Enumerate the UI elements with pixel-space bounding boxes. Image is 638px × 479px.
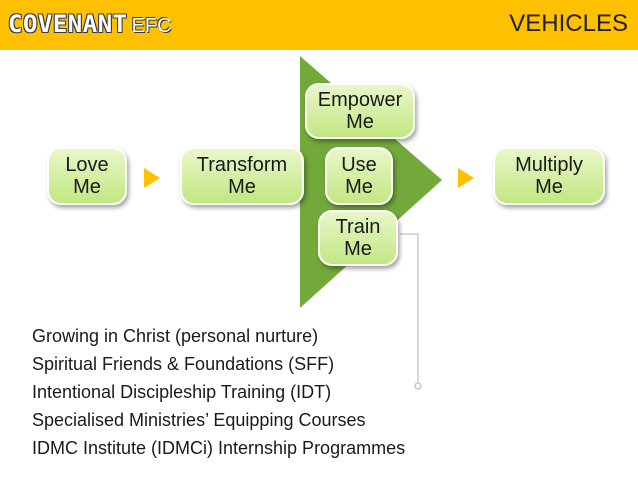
node-multiply-me: Multiply Me bbox=[493, 147, 605, 205]
node-transform-me: Transform Me bbox=[180, 147, 304, 205]
covenant-efc-logo: COVENANT EFC bbox=[8, 10, 172, 38]
node-train-me: Train Me bbox=[318, 210, 398, 266]
logo-main-text: COVENANT bbox=[8, 10, 128, 38]
arrow-icon-love-to-transform bbox=[144, 168, 160, 188]
node-empower-me: Empower Me bbox=[305, 83, 415, 139]
list-item: IDMC Institute (IDMCi) Internship Progra… bbox=[32, 438, 406, 458]
arrow-icon-into-multiply bbox=[458, 168, 474, 188]
vehicles-list: Growing in Christ (personal nurture) Spi… bbox=[32, 322, 405, 462]
list-item: Specialised Ministries’ Equipping Course… bbox=[32, 410, 366, 430]
list-item: Spiritual Friends & Foundations (SFF) bbox=[32, 354, 335, 374]
connector-end-dot bbox=[414, 382, 422, 390]
logo-sub-text: EFC bbox=[131, 15, 172, 37]
node-use-me: Use Me bbox=[325, 147, 393, 205]
list-item: Intentional Discipleship Training (IDT) bbox=[32, 382, 332, 402]
connector-line bbox=[400, 233, 419, 384]
header-bar: COVENANT EFC VEHICLES bbox=[0, 0, 638, 50]
list-item: Growing in Christ (personal nurture) bbox=[32, 326, 319, 346]
node-love-me: Love Me bbox=[47, 147, 127, 205]
slide-title: VEHICLES bbox=[509, 10, 628, 37]
